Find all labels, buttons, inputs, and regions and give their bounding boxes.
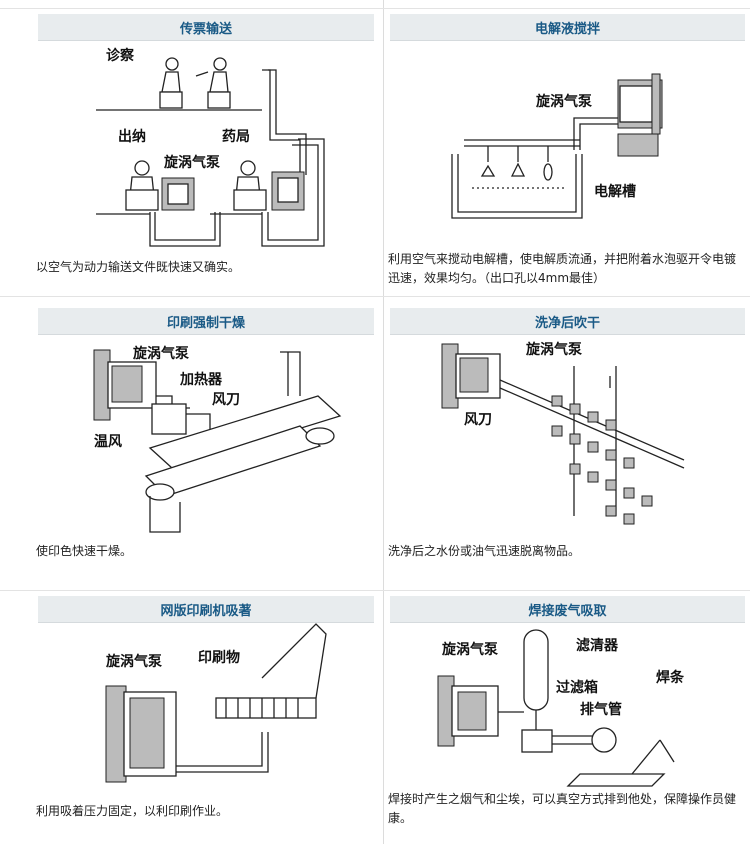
label-rod: 焊条 — [656, 669, 685, 686]
label-zhencha: 诊察 — [106, 47, 135, 64]
panel-title: 网版印刷机吸著 — [160, 604, 252, 619]
label-pump: 旋涡气泵 — [525, 341, 582, 358]
column-divider — [383, 0, 384, 844]
panel-title: 焊接废气吸取 — [528, 604, 607, 619]
panel-title: 电解液搅拌 — [534, 22, 600, 37]
label-filter: 滤清器 — [576, 637, 619, 654]
wash-drying-illustration: 旋涡气泵 风刀 — [441, 341, 685, 525]
label-knife: 风刀 — [464, 412, 492, 428]
panel-header: 印刷强制干燥 — [38, 308, 374, 335]
panel-description: 洗净后之水份或油气迅速脱离物品。 — [388, 544, 581, 558]
electrolyte-stirring-illustration: 旋涡气泵 电解槽 — [451, 73, 663, 219]
panel-description: 以空气为动力输送文件既快速又确实。 — [36, 260, 241, 274]
label-printed: 印刷物 — [198, 649, 240, 666]
panel-header: 洗净后吹干 — [390, 308, 745, 335]
label-chuna: 出纳 — [118, 128, 146, 145]
screen-printing-illustration: 旋涡气泵 印刷物 — [105, 623, 327, 783]
label-yaoju: 药局 — [222, 128, 250, 145]
panel-welding-fume-extraction: 焊接废气吸取 旋涡气泵 滤清器 过滤箱 排气管 焊条 焊接时产生之烟气和尘埃，可… — [384, 590, 750, 844]
panel-header: 电解液搅拌 — [390, 14, 745, 41]
label-tank: 电解槽 — [594, 183, 636, 200]
panel-print-drying: 印刷强制干燥 旋涡气泵 加热器 风刀 温风 使印色快速干燥。 — [0, 296, 383, 590]
label-pump: 旋涡气泵 — [132, 345, 189, 362]
welding-fume-illustration: 旋涡气泵 滤清器 过滤箱 排气管 焊条 — [437, 629, 685, 787]
panel-header: 传票输送 — [38, 14, 374, 41]
document-conveying-illustration: 诊察 出纳 药局 旋涡气泵 — [96, 47, 325, 247]
panel-description: 利用空气来搅动电解槽，使电解质流通，并把附着水泡驱开令电镀迅速，效果均匀。（出口… — [388, 252, 737, 285]
label-pump: 旋涡气泵 — [105, 653, 162, 670]
panel-screen-printing-suction: 网版印刷机吸著 旋涡气泵 印刷物 利用吸着压力固定，以利印刷作业。 — [0, 590, 383, 844]
panel-title: 印刷强制干燥 — [166, 316, 245, 331]
row-divider — [0, 8, 750, 9]
panel-header: 网版印刷机吸著 — [38, 596, 374, 623]
panel-description: 使印色快速干燥。 — [36, 544, 133, 558]
panel-document-conveying: 传票输送 — [0, 0, 383, 296]
panel-title: 洗净后吹干 — [534, 316, 600, 331]
row-divider — [0, 590, 750, 591]
panel-description: 利用吸着压力固定，以利印刷作业。 — [36, 804, 229, 818]
label-warm: 温风 — [94, 434, 122, 450]
panel-header: 焊接废气吸取 — [390, 596, 745, 623]
label-filterbox: 过滤箱 — [556, 679, 598, 696]
panel-title: 传票输送 — [179, 22, 232, 37]
panel-description: 焊接时产生之烟气和尘埃，可以真空方式排到他处，保障操作员健康。 — [388, 792, 737, 825]
panel-electrolyte-stirring: 电解液搅拌 旋涡气泵 电解槽 利用空气来搅动电解槽，使电解质流通，并把附着水泡驱… — [384, 0, 750, 296]
row-divider — [0, 296, 750, 297]
label-pump: 旋涡气泵 — [163, 154, 220, 171]
label-knife: 风刀 — [212, 392, 240, 408]
label-pump: 旋涡气泵 — [441, 641, 498, 658]
label-pump: 旋涡气泵 — [535, 93, 592, 110]
label-heater: 加热器 — [179, 371, 223, 388]
panel-wash-drying: 洗净后吹干 旋涡气泵 风刀 洗净后之水份或油气迅速脱离 — [384, 296, 750, 590]
print-drying-illustration: 旋涡气泵 加热器 风刀 温风 — [93, 345, 342, 533]
label-exhaust: 排气管 — [580, 701, 622, 718]
